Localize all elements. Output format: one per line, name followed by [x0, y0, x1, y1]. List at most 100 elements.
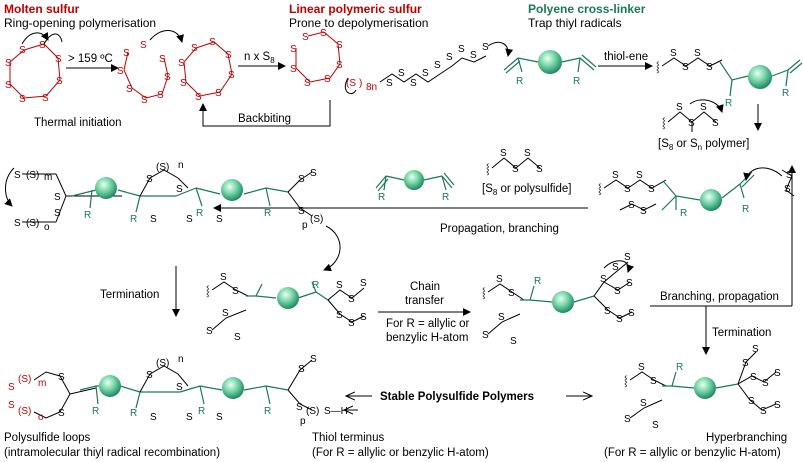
svg-text:S: S [648, 184, 655, 195]
svg-text:S: S [360, 278, 367, 289]
loops-caption-1: Polysulfide loops [4, 432, 91, 444]
svg-text:S: S [146, 174, 153, 185]
svg-text:S: S [336, 310, 343, 321]
svg-text:(S): (S) [310, 214, 323, 225]
homolysis-arrow-2 [43, 33, 63, 45]
svg-text:S: S [164, 72, 171, 83]
svg-text:S: S [604, 306, 611, 317]
diradical-chain [123, 51, 169, 99]
svg-text:R: R [198, 406, 205, 417]
thiol-ene-label: thiol-ene [604, 51, 648, 63]
svg-text:R: R [130, 408, 137, 419]
loops-caption-2: (intramolecular thiyl radical recombinat… [4, 447, 220, 459]
stable-polysulfide-label: Stable Polysulfide Polymers [380, 391, 534, 403]
svg-text:S: S [458, 44, 465, 55]
hyperbranched-product [629, 371, 667, 419]
svg-text:S: S [700, 102, 707, 113]
svg-text:(S): (S) [18, 374, 31, 385]
s8-polysulfide-label: [S8 or polysulfide] [482, 183, 571, 197]
svg-text:S: S [222, 308, 229, 319]
svg-text:S: S [8, 400, 15, 411]
branching-radical-arrow [603, 260, 635, 273]
svg-text:m: m [44, 172, 52, 183]
svg-text:R: R [742, 204, 749, 215]
svg-text:m: m [38, 378, 46, 389]
svg-text:S: S [216, 412, 223, 423]
svg-text:S: S [186, 214, 193, 225]
svg-text:n: n [178, 354, 184, 365]
svg-text:S: S [786, 170, 793, 181]
svg-text:S: S [5, 80, 12, 91]
reagent-polyene [375, 172, 455, 192]
chain-transfer-reactant [211, 281, 249, 331]
crosslinker-core-top-right [748, 65, 772, 89]
svg-text:S: S [234, 332, 241, 343]
transfer-label: transfer [405, 295, 444, 307]
svg-text:S: S [14, 170, 21, 181]
svg-text:S: S [482, 42, 489, 53]
svg-text:S: S [290, 44, 297, 55]
svg-text:S: S [612, 170, 619, 181]
svg-text:S: S [206, 326, 213, 337]
svg-text:S: S [54, 192, 61, 203]
svg-text:S: S [500, 148, 507, 159]
svg-text:S: S [310, 168, 317, 179]
linear-sulfur-title: Linear polymeric sulfur [289, 2, 422, 16]
svg-text:(S): (S) [26, 170, 39, 181]
homolysis-arrow-1 [21, 31, 49, 45]
svg-text:S: S [298, 174, 305, 185]
svg-text:S: S [123, 48, 130, 59]
thiol-caption-2: (For R = allylic or benzylic H-atom) [312, 447, 489, 459]
svg-text:S: S [670, 48, 677, 59]
addition-arrow [487, 41, 514, 57]
svg-text:S: S [150, 214, 157, 225]
svg-text:(S): (S) [156, 358, 169, 369]
svg-text:(S): (S) [156, 162, 169, 173]
svg-text:⸾: ⸾ [624, 375, 628, 388]
svg-text:S: S [470, 50, 477, 61]
svg-text:S: S [524, 148, 531, 159]
svg-text:S: S [628, 200, 635, 211]
svg-text:S: S [636, 170, 643, 181]
svg-text:S: S [186, 412, 193, 423]
svg-text:S: S [150, 412, 157, 423]
svg-text:S: S [650, 376, 657, 387]
product-core [552, 291, 574, 313]
svg-text:R: R [264, 208, 271, 219]
termination-right-label: Termination [712, 327, 771, 339]
svg-text:S: S [398, 68, 405, 79]
s8-ring [9, 43, 61, 99]
svg-text:S: S [774, 368, 781, 379]
svg-text:S: S [157, 90, 164, 101]
for-r-label-2: benzylic H-atom [386, 332, 468, 344]
svg-text:R: R [676, 362, 683, 373]
svg-text:⸾: ⸾ [486, 163, 490, 176]
svg-text:S: S [176, 382, 183, 393]
linear-sulfur-subtitle: Prone to depolymerisation [289, 16, 428, 30]
svg-text:S: S [58, 408, 65, 419]
svg-text:S: S [298, 364, 305, 375]
propagation-radical-arrow [323, 225, 341, 272]
svg-text:p: p [302, 220, 308, 231]
svg-text:S: S [304, 78, 311, 89]
svg-text:S: S [180, 78, 187, 89]
svg-text:S: S [336, 280, 343, 291]
linear-bracket: (S [346, 78, 356, 89]
depoly-arrow [344, 77, 357, 94]
svg-text:S: S [55, 54, 62, 65]
svg-text:S: S [336, 60, 343, 71]
crosslinker-core [538, 50, 562, 74]
svg-text:S: S [58, 372, 65, 383]
svg-text:R: R [516, 76, 523, 87]
loop-core-1 [99, 375, 121, 397]
svg-text:S: S [159, 54, 166, 65]
svg-text:S: S [19, 45, 26, 56]
svg-text:S: S [178, 58, 185, 69]
polysulfide-loop-product [33, 371, 97, 419]
svg-text:S: S [360, 312, 367, 323]
svg-text:⸾: ⸾ [598, 183, 602, 196]
svg-text:R: R [573, 76, 580, 87]
attack-arrow [149, 30, 184, 43]
radical-adduct-mid-right [603, 179, 667, 211]
svg-text:S: S [422, 68, 429, 79]
